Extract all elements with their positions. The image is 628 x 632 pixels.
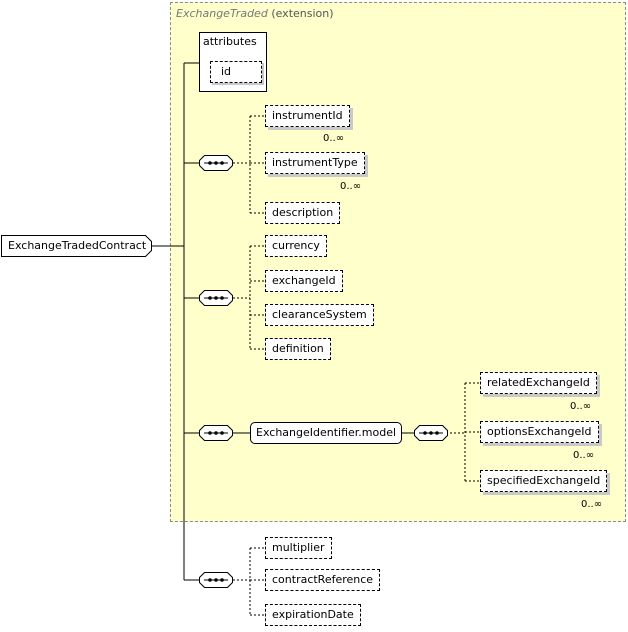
element-clearanceSystem[interactable]: clearanceSystem [265, 304, 374, 326]
group-ref-exchangeidentifier-model[interactable]: ExchangeIdentifier.model [250, 422, 403, 444]
element-label: currency [272, 239, 320, 252]
attribute-id-label: id [221, 65, 232, 78]
sequence-icon[interactable] [199, 290, 233, 306]
cardinality: 0..∞ [340, 181, 362, 192]
element-description[interactable]: description [265, 202, 341, 224]
root-element[interactable]: ExchangeTradedContract [1, 235, 152, 257]
attributes-box[interactable]: attributes id [199, 32, 267, 92]
element-label: instrumentType [272, 156, 358, 169]
element-label: contractReference [272, 573, 374, 586]
element-label: exchangeId [272, 274, 336, 287]
element-multiplier[interactable]: multiplier [265, 537, 332, 559]
extension-label: (extension) [271, 7, 334, 20]
element-contractReference[interactable]: contractReference [265, 569, 381, 591]
cardinality: 0..∞ [570, 401, 592, 412]
cardinality: 0..∞ [573, 450, 595, 461]
element-expirationDate[interactable]: expirationDate [265, 604, 361, 626]
sequence-icon[interactable] [199, 572, 233, 588]
sequence-icon[interactable] [199, 155, 233, 171]
element-relatedExchangeId[interactable]: relatedExchangeId [480, 372, 597, 394]
sequence-icon[interactable] [199, 425, 233, 441]
cardinality: 0..∞ [581, 499, 603, 510]
cardinality: 0..∞ [323, 133, 345, 144]
element-currency[interactable]: currency [265, 235, 327, 257]
attributes-title: attributes [203, 35, 257, 48]
attribute-id[interactable]: id [210, 61, 262, 83]
element-label: description [272, 206, 334, 219]
element-instrumentId[interactable]: instrumentId [265, 105, 350, 127]
extension-title: ExchangeTraded (extension) [176, 7, 334, 20]
element-label: optionsExchangeId [487, 425, 592, 438]
element-label: instrumentId [272, 109, 343, 122]
element-specifiedExchangeId[interactable]: specifiedExchangeId [480, 470, 608, 492]
root-element-shape [1, 235, 152, 257]
group-ref-label: ExchangeIdentifier.model [256, 426, 397, 439]
element-instrumentType[interactable]: instrumentType [265, 152, 365, 174]
element-label: clearanceSystem [272, 308, 367, 321]
element-label: multiplier [272, 541, 325, 554]
element-label: specifiedExchangeId [487, 474, 601, 487]
extension-base-type: ExchangeTraded [176, 7, 268, 20]
element-definition[interactable]: definition [265, 338, 331, 360]
root-element-label: ExchangeTradedContract [8, 239, 147, 252]
element-label: definition [272, 342, 324, 355]
sequence-icon[interactable] [414, 425, 448, 441]
element-optionsExchangeId[interactable]: optionsExchangeId [480, 421, 599, 443]
element-exchangeId[interactable]: exchangeId [265, 270, 343, 292]
element-label: relatedExchangeId [487, 376, 590, 389]
element-label: expirationDate [272, 608, 354, 621]
